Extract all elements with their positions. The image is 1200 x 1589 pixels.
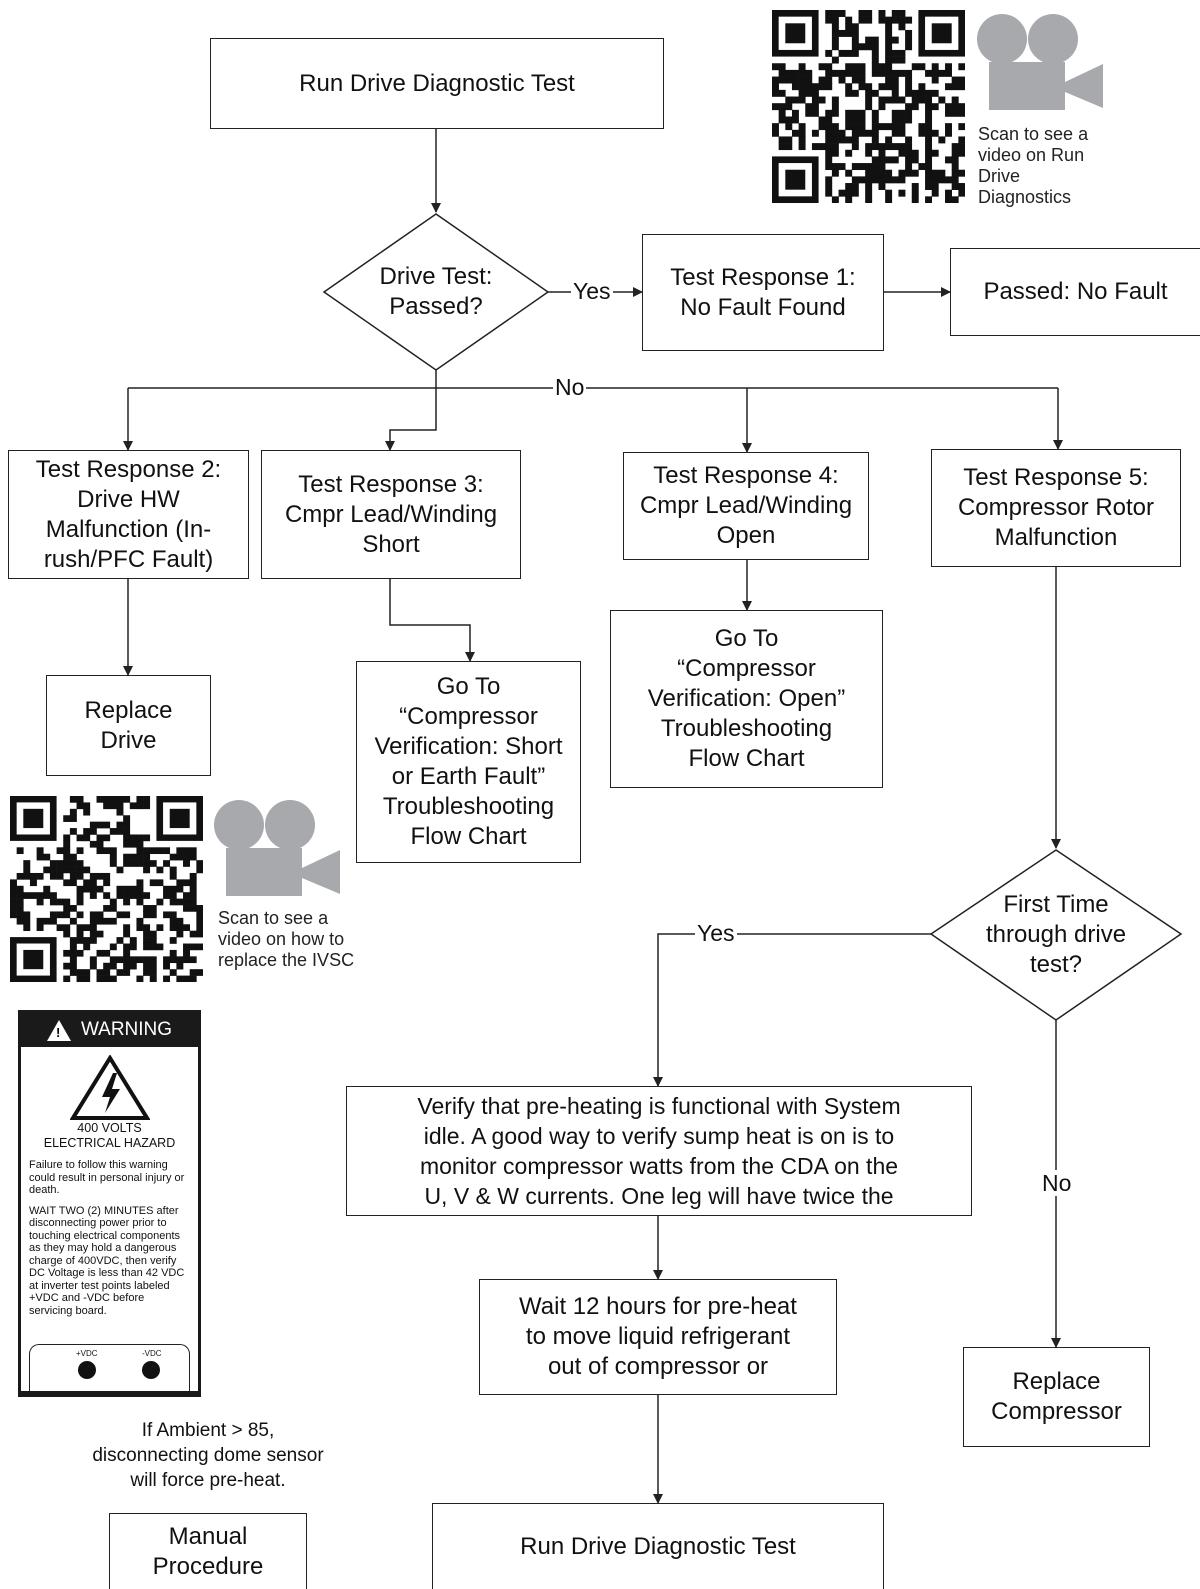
node-test-response-4: Test Response 4: Cmpr Lead/Winding Open bbox=[623, 452, 869, 560]
video-camera-icon bbox=[214, 800, 340, 896]
ambient-note: If Ambient > 85, disconnecting dome sens… bbox=[92, 1420, 324, 1491]
edge-label-yes: Yes bbox=[571, 278, 613, 304]
node-passed: Passed: No Fault bbox=[950, 248, 1200, 336]
qr-code-icon[interactable] bbox=[10, 796, 203, 982]
high-voltage-icon bbox=[69, 1055, 150, 1120]
edge-label-yes-first-time: Yes bbox=[695, 920, 737, 946]
diamond-first-time bbox=[929, 849, 1183, 1021]
warning-body: 400 VOLTS ELECTRICAL HAZARD Failure to f… bbox=[21, 1047, 198, 1391]
video-camera-icon bbox=[977, 14, 1103, 110]
qr-code-icon[interactable] bbox=[772, 10, 965, 203]
edge-yes-to-verify bbox=[653, 933, 931, 1087]
qr-caption-replace-ivsc: Scan to see a video on how to replace th… bbox=[218, 908, 355, 970]
node-wait: Wait 12 hours for pre-heat to move liqui… bbox=[479, 1279, 837, 1395]
node-test-response-3: Test Response 3: Cmpr Lead/Winding Short bbox=[261, 450, 521, 579]
terminal-negative bbox=[142, 1361, 160, 1379]
node-verify-preheat: Verify that pre-heating is functional wi… bbox=[346, 1086, 972, 1216]
node-start-label: Run Drive Diagnostic Test bbox=[299, 69, 575, 97]
warning-label: ! WARNING 400 VOLTS ELECTRICAL HAZARD Fa… bbox=[18, 1010, 201, 1397]
qr-caption-run-drive: Scan to see a video on Run Drive Diagnos… bbox=[978, 124, 1089, 207]
node-goto-open: Go To “Compressor Verification: Open” Tr… bbox=[610, 610, 883, 788]
node-run-again: Run Drive Diagnostic Test bbox=[432, 1503, 884, 1589]
node-replace-drive: Replace Drive bbox=[46, 675, 211, 776]
terminal-positive bbox=[78, 1361, 96, 1379]
node-test-response-2: Test Response 2: Drive HW Malfunction (I… bbox=[8, 450, 249, 579]
node-test-response-1: Test Response 1: No Fault Found bbox=[642, 234, 884, 351]
edge-label-no: No bbox=[553, 374, 587, 400]
node-test-response-5: Test Response 5: Compressor Rotor Malfun… bbox=[931, 449, 1181, 567]
node-drive-test: Drive Test: Passed? bbox=[379, 263, 493, 320]
node-goto-short: Go To “Compressor Verification: Short or… bbox=[356, 661, 581, 863]
warning-triangle-icon: ! bbox=[46, 1019, 71, 1041]
edge-label-no-first-time: No bbox=[1040, 1170, 1074, 1196]
edge-no-to-tr3 bbox=[385, 388, 437, 451]
edge-tr3-to-goto-short bbox=[389, 579, 475, 662]
node-first-time: First Time through drive test? bbox=[985, 891, 1127, 978]
node-manual-procedure: Manual Procedure bbox=[109, 1513, 307, 1589]
node-start: Run Drive Diagnostic Test bbox=[210, 38, 664, 129]
diamond-drive-test bbox=[322, 213, 550, 371]
node-replace-compressor: Replace Compressor bbox=[963, 1347, 1150, 1447]
warning-terminals: +VDC -VDC bbox=[29, 1344, 190, 1391]
warning-header: ! WARNING bbox=[21, 1013, 198, 1047]
